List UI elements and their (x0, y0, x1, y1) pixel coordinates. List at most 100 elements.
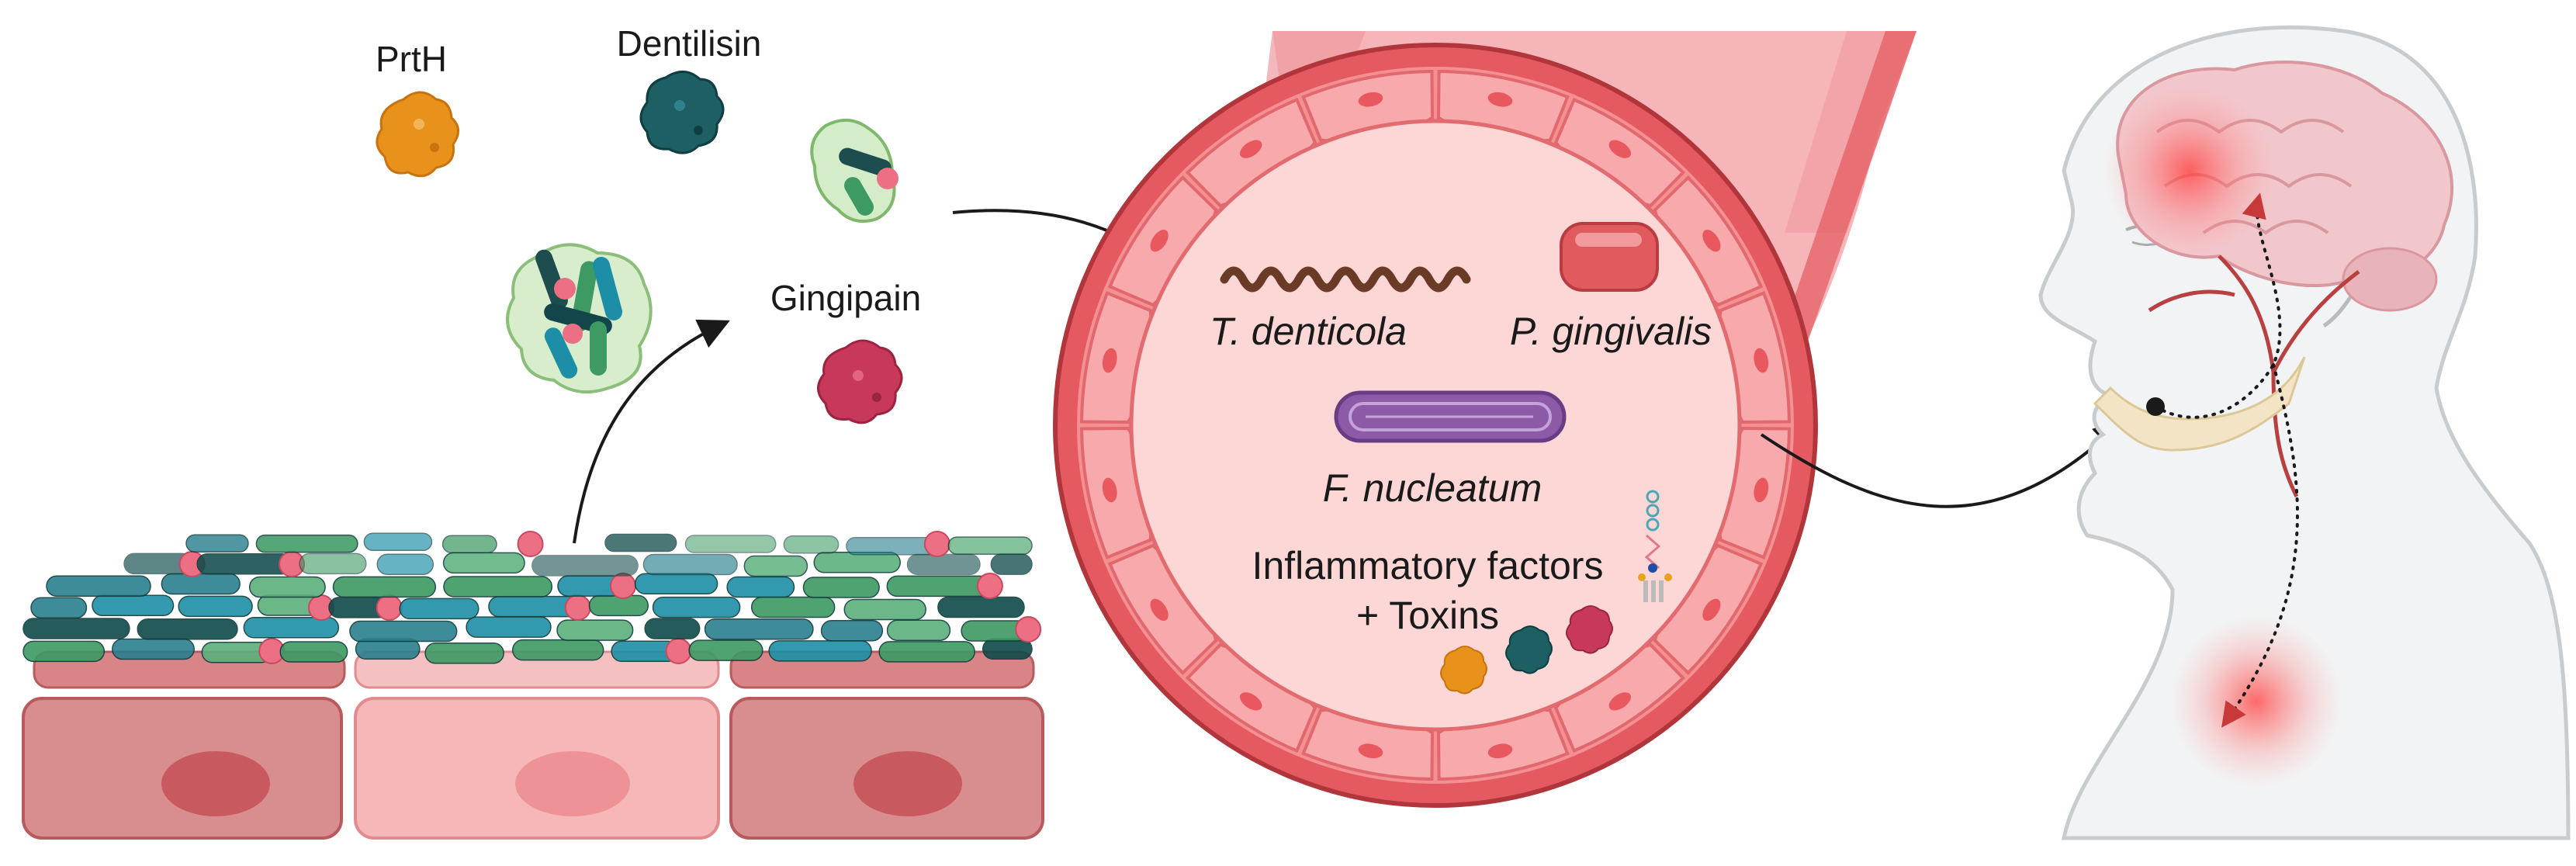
endothelial-nucleus (1240, 692, 1262, 711)
prth-protein-icon (376, 91, 459, 178)
to-head-arrow (1760, 418, 2125, 508)
dentilisin-toxin-small-icon (1505, 625, 1553, 674)
prth-toxin-small-icon (1440, 646, 1487, 695)
biofilm-bacterium (588, 594, 649, 617)
neck-inflammation-glow (2171, 616, 2342, 787)
biofilm-bacterium (255, 534, 358, 553)
biofilm-coccus (564, 594, 591, 621)
gingipain-toxin-small-icon (1566, 605, 1613, 654)
biofilm-bacterium (511, 639, 604, 661)
biofilm-bacterium (332, 576, 437, 598)
biofilm-bacterium (886, 575, 991, 598)
biofilm-bacterium (684, 535, 777, 553)
biofilm-bacterium (846, 537, 938, 556)
endothelial-nucleus (1754, 477, 1769, 503)
biofilm-bacterium (843, 598, 926, 621)
biofilm-bacterium (783, 535, 840, 554)
biofilm-bacterium (604, 533, 677, 553)
to-brain-dotted-path (2154, 192, 2282, 419)
p-gingivalis-icon (1560, 222, 1659, 292)
bacteria-vesicle-small (810, 119, 898, 223)
biofilm-bacterium (466, 616, 552, 638)
endothelial-nucleus (1150, 230, 1169, 252)
endothelial-nucleus (1358, 92, 1383, 107)
dentilisin-protein-icon (639, 71, 725, 154)
biofilm-bacterium (704, 618, 814, 640)
biofilm-bacterium (531, 555, 639, 577)
endothelial-nucleus (1487, 92, 1513, 107)
biofilm-bacterium (137, 618, 238, 640)
biofilm-bacterium (248, 576, 326, 598)
biofilm-bacterium (990, 553, 1033, 575)
biofilm-bacterium (185, 534, 249, 553)
biofilm-coccus (1015, 616, 1042, 643)
biofilm-coccus (923, 531, 950, 557)
endothelial-nucleus (1608, 692, 1631, 711)
biofilm-bacterium (750, 596, 836, 618)
biofilm-bacterium (349, 620, 458, 643)
biofilm-coccus (976, 573, 1003, 599)
biofilm-bacterium (399, 598, 480, 620)
biofilm-bacterium (488, 595, 579, 618)
endothelial-nucleus (1754, 348, 1769, 373)
biofilm-bacterium (443, 576, 553, 598)
biofilm-bacterium (30, 597, 88, 618)
dentilisin-label: Dentilisin (617, 23, 762, 64)
dental-biofilm (23, 531, 1042, 664)
biofilm-bacterium (424, 642, 504, 664)
biofilm-bacterium (442, 552, 525, 574)
biofilm-bacterium (279, 641, 348, 663)
endothelial-nucleus (1102, 348, 1117, 373)
biofilm-bacterium (802, 577, 880, 598)
biofilm-bacterium (878, 641, 975, 663)
release-arrow (573, 319, 730, 544)
p-gingivalis-label: P. gingivalis (1510, 310, 1712, 353)
biofilm-bacterium (813, 552, 901, 573)
biofilm-bacterium (937, 596, 1025, 618)
endothelial-nucleus (1702, 598, 1721, 621)
brain-inflammation-glow (2104, 85, 2275, 256)
endothelial-nucleus (1102, 477, 1117, 503)
gingipain-protein-icon (817, 339, 903, 424)
biofilm-bacterium (441, 535, 497, 553)
biofilm-bacterium (196, 553, 293, 575)
biofilm-coccus (376, 594, 403, 621)
biofilm-bacterium (652, 596, 741, 618)
t-denticola-spirochete-icon (1220, 266, 1471, 293)
f-nucleatum-label: F. nucleatum (1323, 466, 1542, 510)
biofilm-bacterium (178, 595, 253, 618)
toxins-label: + Toxins (1356, 594, 1499, 637)
biofilm-bacterium (947, 536, 1033, 555)
inflammatory-factors-label: Inflammatory factors (1252, 544, 1604, 587)
biofilm-bacterium (886, 619, 951, 641)
endothelial-nucleus (1240, 140, 1262, 158)
biofilm-bacterium (688, 639, 763, 661)
biofilm-bacterium (299, 553, 367, 575)
endothelial-nucleus (1150, 598, 1169, 621)
biofilm-bacterium (820, 620, 884, 642)
endothelial-nucleus (1608, 140, 1631, 158)
biofilm-bacterium (556, 619, 634, 641)
biofilm-bacterium (768, 640, 872, 662)
biofilm-bacterium (112, 638, 195, 660)
endothelial-nucleus (1487, 743, 1513, 759)
f-nucleatum-icon (1334, 390, 1567, 443)
biofilm-bacterium (906, 553, 981, 576)
jaw-icon (2093, 356, 2306, 452)
biofilm-bacterium (243, 617, 340, 639)
endothelial-nucleus (1358, 743, 1383, 759)
endothelial-nucleus (1702, 230, 1721, 252)
bacteria-vesicle-large (506, 243, 653, 394)
biofilm-bacterium (23, 618, 130, 639)
t-denticola-label: T. denticola (1210, 310, 1407, 353)
prth-label: PrtH (376, 39, 447, 79)
biofilm-bacterium (376, 553, 435, 575)
biofilm-coccus (665, 638, 692, 664)
biofilm-bacterium (642, 553, 738, 576)
biofilm-bacterium (46, 575, 151, 598)
biofilm-bacterium (743, 555, 808, 577)
biofilm-coccus (517, 531, 544, 557)
biofilm-coccus (609, 573, 636, 599)
biofilm-bacterium (161, 573, 241, 595)
